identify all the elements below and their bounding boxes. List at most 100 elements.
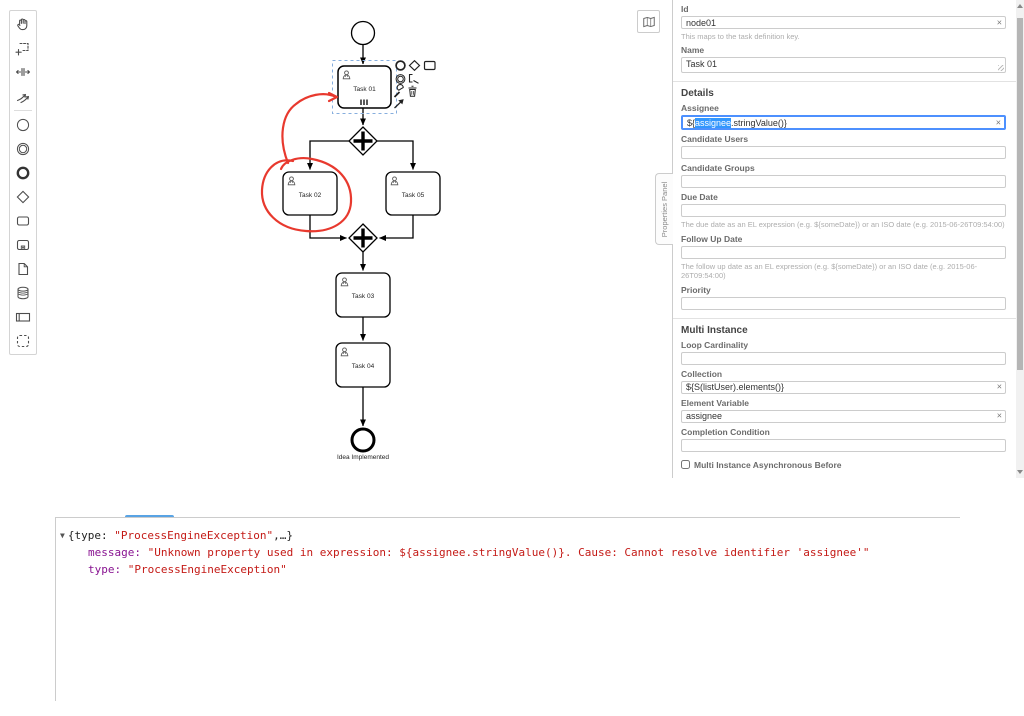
- task-04-label: Task 04: [352, 363, 375, 370]
- clear-input-icon[interactable]: ×: [996, 381, 1002, 392]
- red-circle-around-task-02: [260, 157, 353, 233]
- append-end-event-icon[interactable]: [395, 60, 406, 71]
- sequence-flows[interactable]: [307, 44, 416, 427]
- create-task-icon[interactable]: [10, 209, 36, 233]
- due-date-label: Due Date: [681, 192, 718, 203]
- priority-input[interactable]: [681, 296, 1006, 310]
- end-event-label: Idea Implemented: [337, 454, 389, 461]
- follow-up-date-label: Follow Up Date: [681, 233, 743, 244]
- due-date-input[interactable]: [681, 204, 1006, 218]
- create-group-icon[interactable]: [10, 329, 36, 353]
- disclosure-triangle-icon[interactable]: ▼: [60, 531, 65, 540]
- details-section-title: Details: [681, 88, 714, 100]
- append-task-icon[interactable]: [423, 60, 436, 71]
- candidate-users-label: Candidate Users: [681, 134, 749, 145]
- parallel-gateway-join[interactable]: [348, 223, 378, 253]
- change-type-wrench-icon[interactable]: [393, 84, 404, 98]
- hand-tool-icon[interactable]: [10, 12, 36, 36]
- json-root-key: type:: [74, 529, 108, 542]
- json-type-value: "ProcessEngineException": [127, 563, 287, 576]
- completion-condition-input[interactable]: [681, 438, 1006, 452]
- mi-async-before-checkbox[interactable]: [681, 460, 690, 469]
- properties-panel-tab[interactable]: Properties Panel: [655, 173, 673, 245]
- append-text-annotation-icon[interactable]: [408, 73, 419, 84]
- append-intermediate-event-icon[interactable]: [395, 74, 406, 84]
- candidate-users-input[interactable]: [681, 146, 1006, 160]
- palette-separator: [14, 110, 32, 111]
- create-subprocess-icon[interactable]: [10, 233, 36, 257]
- clear-input-icon[interactable]: ×: [996, 16, 1002, 27]
- scroll-up-icon[interactable]: [1017, 4, 1023, 8]
- assignee-selected-text: assignee: [695, 117, 732, 128]
- task-04-node[interactable]: Task 04: [335, 342, 391, 388]
- collection-input-value: ${S(listUser).elements()}: [686, 382, 785, 392]
- create-data-object-icon[interactable]: [10, 257, 36, 281]
- clear-input-icon[interactable]: ×: [995, 117, 1001, 128]
- id-field-help: This maps to the task definition key.: [681, 32, 800, 41]
- name-field-label: Name: [681, 45, 705, 56]
- json-root-row: ▼{type: "ProcessEngineException",…}: [60, 527, 960, 544]
- loop-cardinality-input[interactable]: [681, 351, 1006, 365]
- collection-input[interactable]: ${S(listUser).elements()} ×: [681, 380, 1006, 394]
- id-input[interactable]: node01 ×: [681, 16, 1006, 29]
- lasso-tool-icon[interactable]: [10, 36, 36, 60]
- assignee-value-prefix: ${: [687, 117, 696, 128]
- red-annotation: [260, 91, 353, 233]
- element-variable-input[interactable]: assignee ×: [681, 409, 1006, 423]
- create-intermediate-event-icon[interactable]: [10, 137, 36, 161]
- candidate-groups-input[interactable]: [681, 175, 1006, 189]
- create-start-event-icon[interactable]: [10, 113, 36, 137]
- task-03-label: Task 03: [352, 293, 375, 300]
- mi-async-before-label: Multi Instance Asynchronous Before: [694, 459, 842, 470]
- candidate-groups-label: Candidate Groups: [681, 163, 755, 174]
- scrollbar-thumb[interactable]: [1017, 18, 1023, 370]
- context-pad: [393, 59, 436, 109]
- bpmn-palette: [9, 10, 37, 355]
- follow-up-date-input[interactable]: [681, 245, 1006, 259]
- connect-tool-icon[interactable]: [394, 99, 404, 109]
- task-02-label: Task 02: [299, 192, 322, 199]
- assignee-input[interactable]: ${assignee.stringValue()} ×: [681, 115, 1006, 131]
- red-arrowhead: [327, 91, 339, 103]
- assignee-value-suffix: .stringValue()}: [731, 117, 787, 128]
- task-02-node[interactable]: Task 02: [282, 171, 338, 216]
- delete-trash-icon[interactable]: [408, 85, 417, 97]
- task-01-label: Task 01: [353, 86, 376, 93]
- end-event[interactable]: Idea Implemented: [337, 427, 389, 461]
- element-variable-label: Element Variable: [681, 397, 750, 408]
- due-date-help: The due date as an EL expression (e.g. $…: [681, 220, 1005, 230]
- assignee-field-label: Assignee: [681, 103, 719, 114]
- mi-async-after-label: Multi Instance Asynchronous After: [694, 478, 834, 479]
- append-gateway-icon[interactable]: [408, 59, 421, 72]
- create-participant-icon[interactable]: [10, 305, 36, 329]
- task-03-node[interactable]: Task 03: [335, 272, 391, 318]
- json-root-tail: ,…}: [273, 529, 294, 542]
- red-arrow-line: [281, 93, 338, 165]
- resize-grip-icon[interactable]: [998, 65, 1004, 72]
- selection-outline: [332, 60, 397, 114]
- name-textarea[interactable]: Task 01: [681, 57, 1006, 74]
- parallel-gateway-split[interactable]: [348, 126, 378, 156]
- create-end-event-icon[interactable]: [10, 161, 36, 185]
- json-root-value: "ProcessEngineException": [114, 529, 274, 542]
- loop-cardinality-label: Loop Cardinality: [681, 339, 749, 350]
- start-event[interactable]: [350, 20, 376, 46]
- create-gateway-icon[interactable]: [10, 185, 36, 209]
- json-message-key: message:: [88, 546, 141, 559]
- clear-input-icon[interactable]: ×: [996, 410, 1002, 421]
- create-data-store-icon[interactable]: [10, 281, 36, 305]
- follow-up-date-help: The follow up date as an EL expression (…: [681, 261, 978, 281]
- json-response-console: ▼{type: "ProcessEngineException",…} mess…: [55, 517, 960, 701]
- multi-instance-marker: [360, 99, 368, 105]
- global-connect-tool-icon[interactable]: [10, 84, 36, 108]
- diagram-canvas[interactable]: Task 01: [0, 0, 672, 480]
- json-message-row: message: "Unknown property used in expre…: [60, 544, 960, 561]
- task-01-node[interactable]: Task 01: [337, 65, 392, 109]
- minimap-toggle-button[interactable]: [637, 10, 660, 33]
- collection-label: Collection: [681, 368, 723, 379]
- space-tool-icon[interactable]: [10, 60, 36, 84]
- element-variable-value: assignee: [686, 411, 723, 421]
- task-05-node[interactable]: Task 05: [385, 171, 441, 216]
- properties-scrollbar[interactable]: [1016, 0, 1024, 478]
- scroll-down-icon[interactable]: [1017, 470, 1023, 474]
